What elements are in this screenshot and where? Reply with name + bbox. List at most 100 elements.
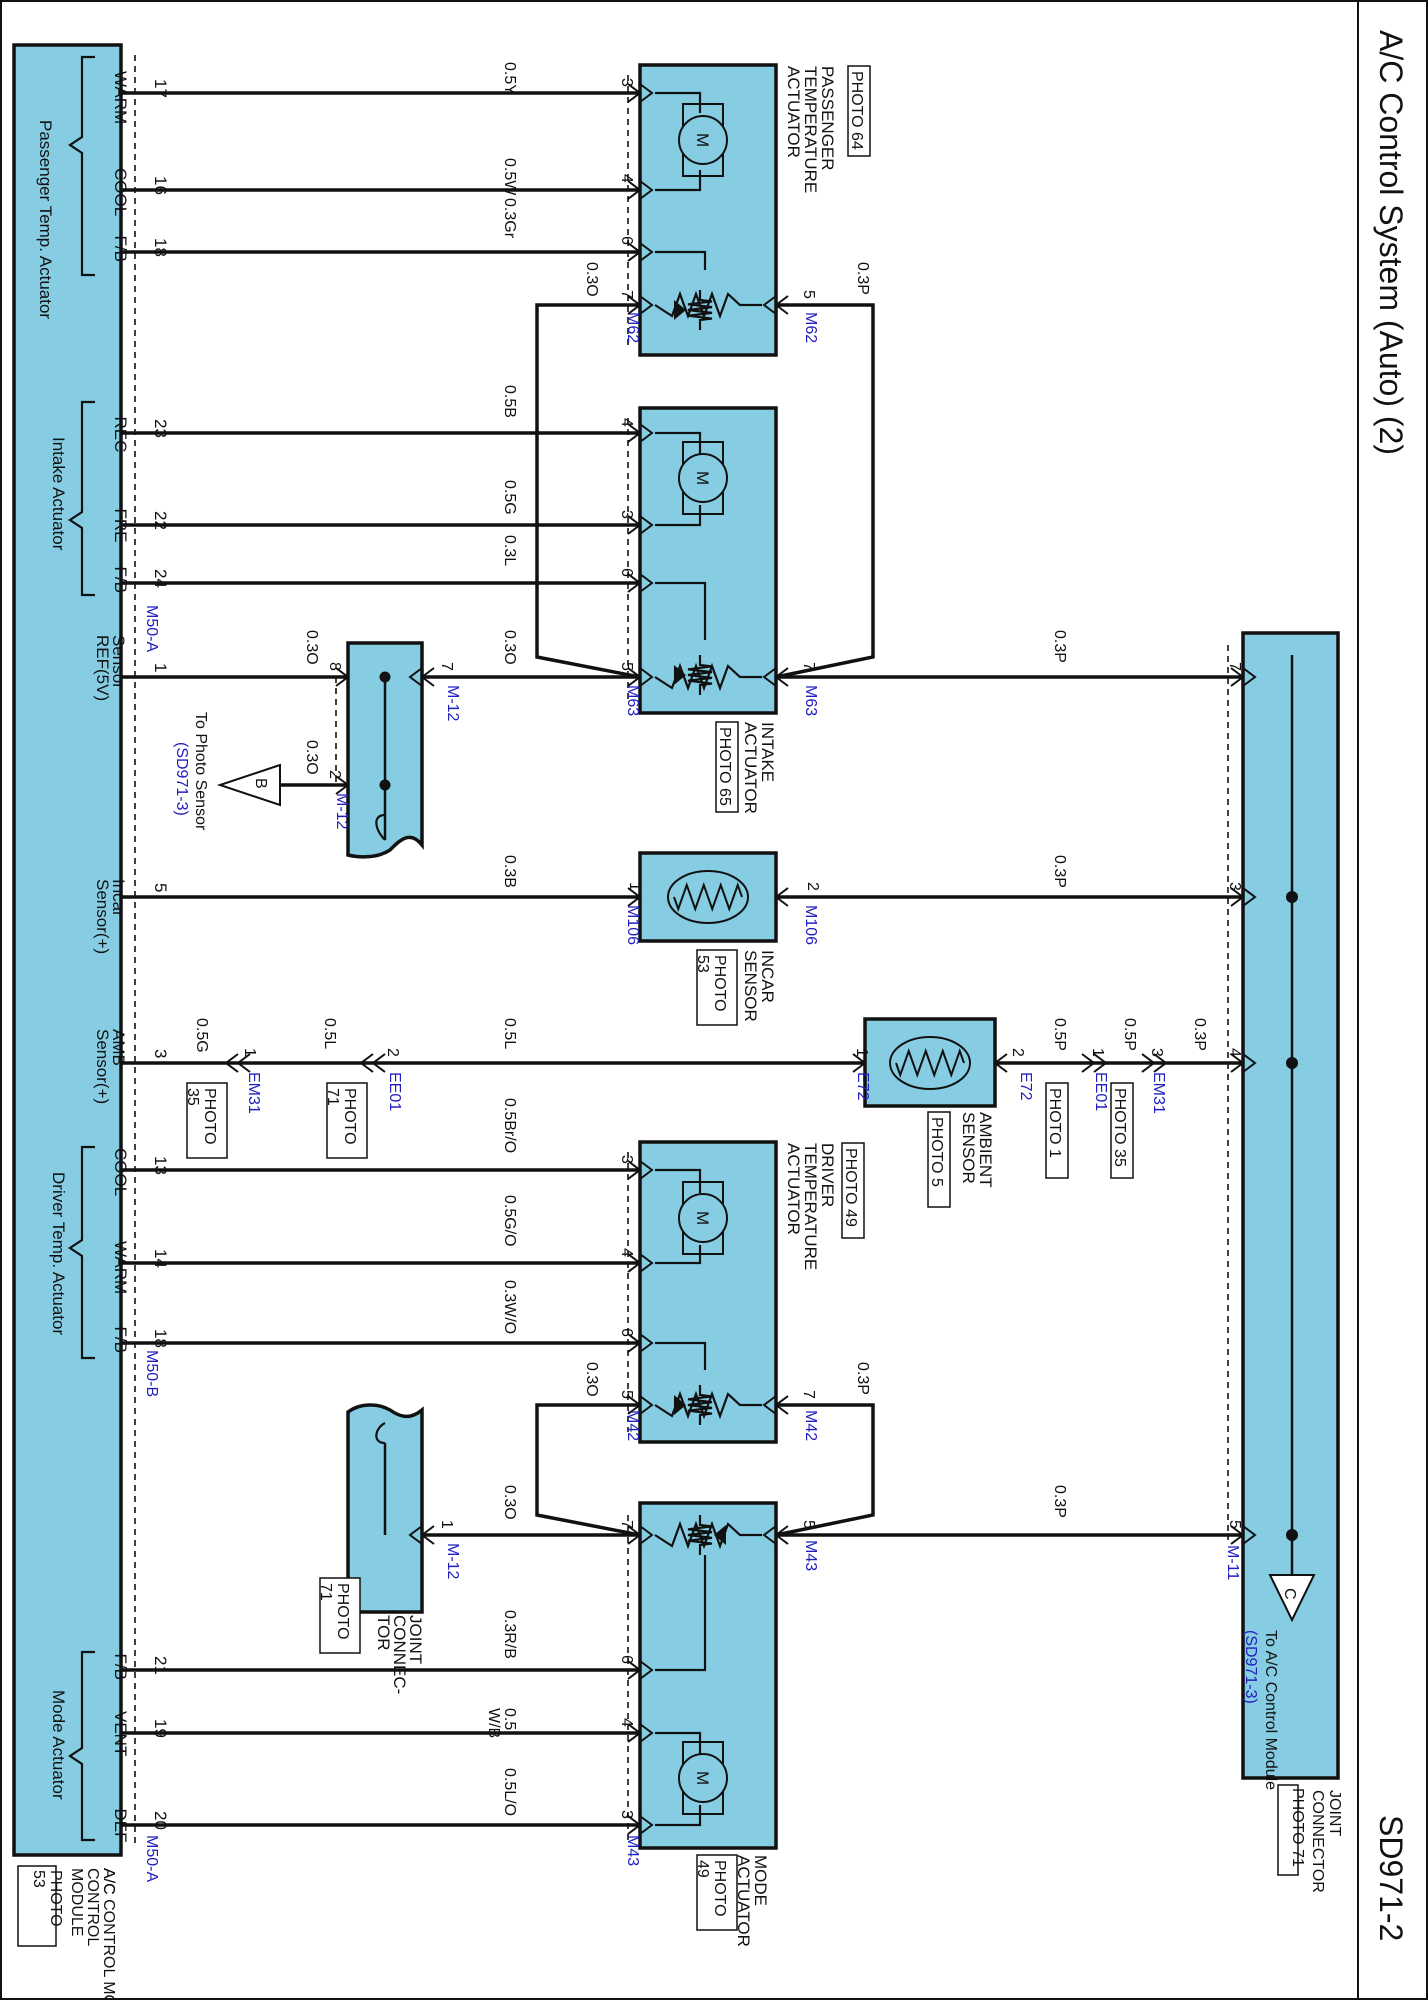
connector-arrow-icon: [408, 667, 423, 687]
ac-pin-number-def: 20: [151, 1811, 170, 1830]
m11-connector-id[interactable]: M-11: [1224, 1545, 1241, 1580]
pin-number-i3: 3: [618, 510, 635, 519]
connector-arrow-icon: [1230, 887, 1245, 907]
wire-color-m-o: 0.3O: [501, 1485, 518, 1520]
m43-connector-id-2[interactable]: M43: [624, 1835, 641, 1866]
connector-arrow-icon: [1230, 1525, 1245, 1545]
e72-connector-id-2[interactable]: E72: [1017, 1072, 1034, 1101]
connector-arrow-icon: [639, 83, 654, 103]
e72-connector-id[interactable]: E72: [854, 1072, 871, 1101]
motor-icon: M: [678, 1181, 728, 1255]
m42-connector-id-2[interactable]: M42: [802, 1410, 819, 1441]
connector-arrow-icon: [224, 1053, 239, 1073]
ac-pin-number-cool_d: 13: [151, 1156, 170, 1175]
ac-pin-name-sensor-ref: SensorREF(5V): [93, 635, 128, 701]
wire-color-warm-d: 0.5G/O: [501, 1195, 518, 1247]
wire-p-o-loop: [535, 303, 641, 679]
joint-connector-photo-box: [1277, 1784, 1299, 1876]
ac-pin-number-rec: 23: [151, 419, 170, 438]
incar-photo: PHOTO53: [694, 955, 728, 1012]
ee01-connector-id[interactable]: EE01: [386, 1072, 403, 1111]
connector-arrow-icon: [1242, 667, 1257, 687]
connector-arrow-icon: [627, 1815, 642, 1835]
em31-connector-id[interactable]: EM31: [245, 1072, 262, 1114]
intake-int-2: [655, 505, 702, 527]
ambient-label: AMBIENTSENSOR: [959, 1112, 995, 1188]
wire-color-def: 0.5L/O: [501, 1768, 518, 1816]
ref-c-triangle[interactable]: C: [1268, 1574, 1316, 1623]
em31-right-photo: PHOTO 35: [1111, 1088, 1128, 1167]
bracket-passenger: [68, 55, 95, 277]
connector-arrow-icon: [774, 1395, 789, 1415]
m63-connector-id-2[interactable]: M63: [802, 685, 819, 716]
pass-act-photo-box: [847, 65, 871, 157]
connector-arrow-icon: [627, 83, 642, 103]
m106-connector-id-2[interactable]: M106: [802, 905, 819, 945]
pin-number-m7: 7: [618, 1520, 635, 1529]
m50b-connector-id[interactable]: M50-B: [143, 1350, 160, 1397]
m106-connector-id[interactable]: M106: [624, 905, 641, 945]
svg-text:M: M: [693, 133, 712, 147]
connector-arrow-icon: [774, 667, 789, 687]
intake-act-photo: PHOTO 65: [716, 727, 733, 806]
m12-connector-id-2[interactable]: M-12: [333, 793, 350, 830]
ee01-left-photo: PHOTO71: [324, 1088, 358, 1145]
connector-arrow-icon: [1242, 1525, 1257, 1545]
svg-text:M: M: [693, 1771, 712, 1785]
potentiometer-track-icon: [654, 290, 762, 320]
m12-connector-id[interactable]: M-12: [444, 685, 461, 722]
mode-int-3: [655, 1805, 702, 1827]
ee01-connector-id-2[interactable]: EE01: [1092, 1072, 1109, 1111]
m50a-connector-id[interactable]: M50-A: [143, 605, 160, 652]
wire-d-o-loop: [535, 1403, 641, 1537]
ref-c-ref[interactable]: (SD971-3): [1242, 1630, 1259, 1704]
connector-arrow-icon: [639, 667, 654, 687]
group-label-mode: Mode Actuator: [49, 1690, 68, 1800]
svg-text:M: M: [693, 1211, 712, 1225]
ambient-photo: PHOTO 5: [928, 1117, 945, 1187]
joint-dot: [1286, 1057, 1298, 1069]
driver-int-2: [655, 1245, 702, 1265]
m42-connector-id[interactable]: M42: [624, 1410, 641, 1441]
ac-pin-number-fre: 22: [151, 511, 170, 530]
connector-arrow-icon: [774, 887, 789, 907]
wire-color-ref-p: 0.3P: [1051, 630, 1068, 663]
ac-control-module-label: A/C CONTROL MODULE: [100, 1868, 117, 2000]
connector-arrow-icon: [639, 515, 654, 535]
intake-act-label: INTAKEACTUATOR: [741, 722, 777, 814]
ref-b-triangle[interactable]: B: [216, 763, 281, 807]
pin-number-jc5: 5: [1226, 1520, 1243, 1529]
m62-connector-id[interactable]: M62: [624, 312, 641, 343]
pin-number-j2: 2: [326, 770, 343, 779]
m63-connector-id[interactable]: M63: [624, 685, 641, 716]
pin-number-c1: 1: [626, 882, 643, 891]
wire-color-incar: 0.3B: [501, 855, 518, 888]
ref-c-symbol: C: [1281, 1588, 1298, 1600]
pin-number-i4: 4: [618, 418, 635, 427]
connector-arrow-icon: [627, 1333, 642, 1353]
m62-connector-id-2[interactable]: M62: [802, 312, 819, 343]
wire-color-p-o: 0.3O: [583, 262, 600, 297]
connector-arrow-icon: [627, 423, 642, 443]
ac-pin-name-rec: REC: [111, 417, 130, 453]
m12-connector-id-3[interactable]: M-12: [444, 1543, 461, 1580]
connector-arrow-icon: [1242, 1053, 1257, 1073]
intake-int-3: [655, 581, 707, 640]
wire-color-warm-p: 0.5Y: [501, 62, 518, 95]
ref-b-ref[interactable]: (SD971-3): [173, 742, 190, 816]
ac-pin-name-warm_d: WARM: [111, 1241, 130, 1294]
wire-color-cool-d: 0.5Br/O: [501, 1098, 518, 1153]
ac-pin-number-vent: 19: [151, 1719, 170, 1738]
em31-connector-id-2[interactable]: EM31: [1150, 1072, 1167, 1114]
wire-color-fb-m: 0.3R/B: [501, 1610, 518, 1659]
resistor-icon: [674, 655, 713, 695]
m43-connector-id[interactable]: M43: [802, 1540, 819, 1571]
pin-number-m4: 4: [618, 1718, 635, 1727]
ac-pin-number-fb_i: 24: [151, 569, 170, 588]
connector-arrow-icon: [627, 180, 642, 200]
joint-dot: [1286, 1529, 1298, 1541]
mode-act-photo: PHOTO49: [694, 1860, 728, 1917]
m50a-connector-id-2[interactable]: M50-A: [143, 1835, 160, 1882]
em31-right-photo-box: [1110, 1082, 1134, 1179]
